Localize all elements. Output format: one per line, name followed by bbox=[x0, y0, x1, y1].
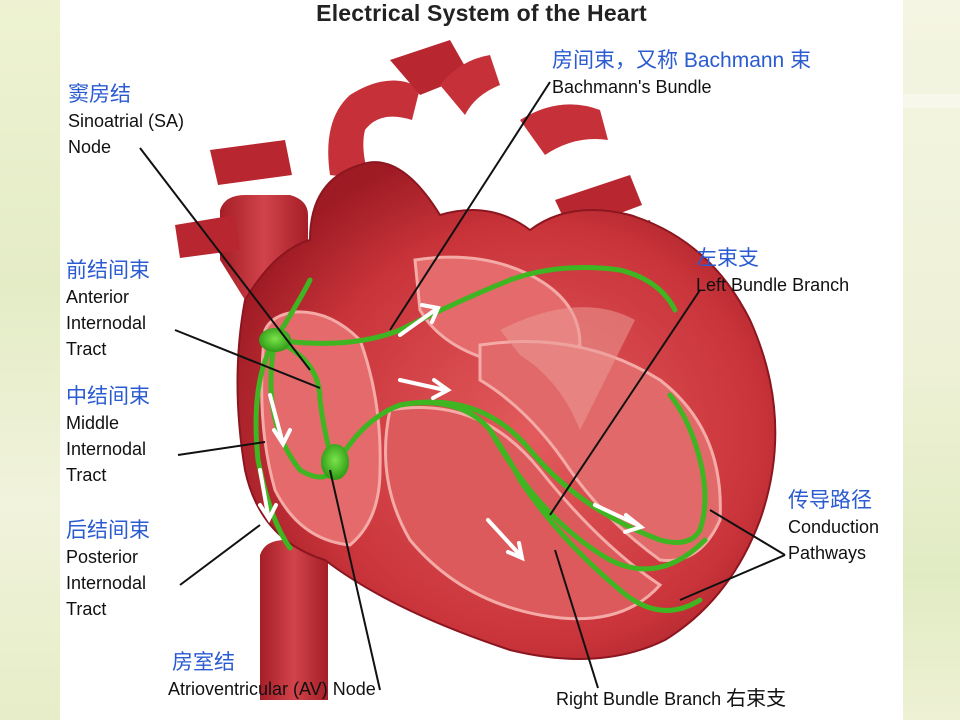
flow-arrow-3 bbox=[268, 393, 284, 442]
mitral-valve-area bbox=[500, 307, 635, 430]
left-bundle-path bbox=[397, 392, 708, 545]
pulmonary-artery bbox=[520, 104, 608, 155]
label-sa-node: 窦房结 Sinoatrial (SA) Node bbox=[68, 82, 184, 160]
aortic-arch-left bbox=[328, 80, 420, 180]
right-atrium bbox=[260, 310, 382, 547]
flow-arrow-1-head bbox=[420, 303, 441, 324]
flow-arrow-6-head bbox=[623, 513, 646, 534]
callout-conduction-1 bbox=[709, 509, 786, 556]
label-conduction-en-2: Pathways bbox=[788, 543, 867, 563]
left-bundle-inner-path bbox=[487, 427, 708, 572]
label-posterior-en-3: Tract bbox=[66, 599, 107, 619]
callout-av-node bbox=[329, 469, 381, 691]
label-posterior-en-2: Internodal bbox=[66, 573, 147, 593]
callout-sa-node bbox=[139, 147, 311, 371]
label-middle-cn: 中结间束 bbox=[66, 385, 150, 408]
flow-arrow-2-head bbox=[431, 378, 452, 400]
label-av-node: 房室结 Atrioventricular (AV) Node bbox=[168, 650, 376, 702]
label-middle-tract: 中结间束 Middle Internodal Tract bbox=[66, 384, 150, 488]
middle-tract-path bbox=[268, 337, 338, 480]
label-bachmann-cn: 房间束，又称 Bachmann 束 bbox=[552, 49, 812, 72]
label-av-node-en: Atrioventricular (AV) Node bbox=[168, 679, 376, 699]
callout-right-bundle bbox=[554, 549, 599, 689]
label-left-bundle: 左束支 Left Bundle Branch bbox=[696, 246, 849, 298]
flow-arrow-5 bbox=[486, 518, 522, 557]
label-sa-node-cn: 窦房结 bbox=[68, 83, 131, 106]
flow-arrow-5-head bbox=[506, 541, 525, 562]
label-posterior-cn: 后结间束 bbox=[66, 519, 150, 542]
label-left-bundle-en: Left Bundle Branch bbox=[696, 275, 850, 295]
flow-arrow-6 bbox=[593, 503, 640, 527]
decorative-bar bbox=[903, 94, 960, 108]
label-right-bundle-en: Right Bundle Branch bbox=[556, 689, 722, 709]
callout-posterior bbox=[179, 524, 261, 586]
label-middle-en-3: Tract bbox=[66, 465, 107, 485]
label-anterior-tract: 前结间束 Anterior Internodal Tract bbox=[66, 258, 150, 362]
label-middle-en-1: Middle bbox=[66, 413, 120, 433]
label-av-node-cn: 房室结 bbox=[172, 651, 235, 674]
bachmann-bundle-path bbox=[272, 265, 678, 346]
label-anterior-en-2: Internodal bbox=[66, 313, 147, 333]
callout-middle bbox=[177, 441, 266, 456]
aorta-top-right bbox=[440, 55, 500, 115]
av-node-marker bbox=[321, 444, 349, 480]
decorative-right-border bbox=[903, 0, 960, 720]
flow-arrow-3-head bbox=[272, 428, 292, 449]
diagram-panel: Electrical System of the Heart 窦房结 Sinoa… bbox=[60, 0, 903, 720]
callout-conduction-2 bbox=[679, 554, 786, 601]
callout-anterior bbox=[174, 329, 321, 389]
flow-arrow-2 bbox=[398, 378, 447, 392]
label-anterior-en-3: Tract bbox=[66, 339, 107, 359]
label-conduction-cn: 传导路径 bbox=[788, 489, 872, 512]
label-anterior-cn: 前结间束 bbox=[66, 259, 150, 282]
label-right-bundle-cn: 右束支 bbox=[726, 688, 787, 710]
inferior-vena-cava bbox=[260, 540, 328, 700]
label-conduction: 传导路径 Conduction Pathways bbox=[788, 488, 879, 566]
label-middle-en-2: Internodal bbox=[66, 439, 147, 459]
decorative-left-border bbox=[0, 0, 60, 720]
label-bachmann-en: Bachmann's Bundle bbox=[552, 77, 712, 97]
vessel-upper-left bbox=[210, 140, 292, 185]
label-sa-node-en-2: Node bbox=[68, 137, 112, 157]
callout-left-bundle bbox=[549, 289, 701, 516]
label-posterior-en-1: Posterior bbox=[66, 547, 139, 567]
label-bachmann: 房间束，又称 Bachmann 束 Bachmann's Bundle bbox=[552, 48, 811, 100]
flow-arrow-4 bbox=[258, 468, 270, 517]
callout-lines bbox=[139, 81, 786, 691]
callout-bachmann bbox=[389, 81, 551, 331]
diagram-title: Electrical System of the Heart bbox=[316, 0, 647, 26]
heart-illustration bbox=[139, 40, 786, 700]
label-sa-node-en-1: Sinoatrial (SA) bbox=[68, 111, 185, 131]
flow-arrows bbox=[258, 303, 646, 562]
label-posterior-tract: 后结间束 Posterior Internodal Tract bbox=[66, 518, 150, 622]
label-left-bundle-cn: 左束支 bbox=[696, 247, 759, 270]
flow-arrow-4-head bbox=[258, 503, 278, 524]
flow-arrow-1 bbox=[398, 308, 437, 337]
left-ventricle bbox=[478, 340, 722, 562]
label-conduction-en-1: Conduction bbox=[788, 517, 880, 537]
label-right-bundle: Right Bundle Branch 右束支 bbox=[556, 686, 786, 712]
label-anterior-en-1: Anterior bbox=[66, 287, 130, 307]
